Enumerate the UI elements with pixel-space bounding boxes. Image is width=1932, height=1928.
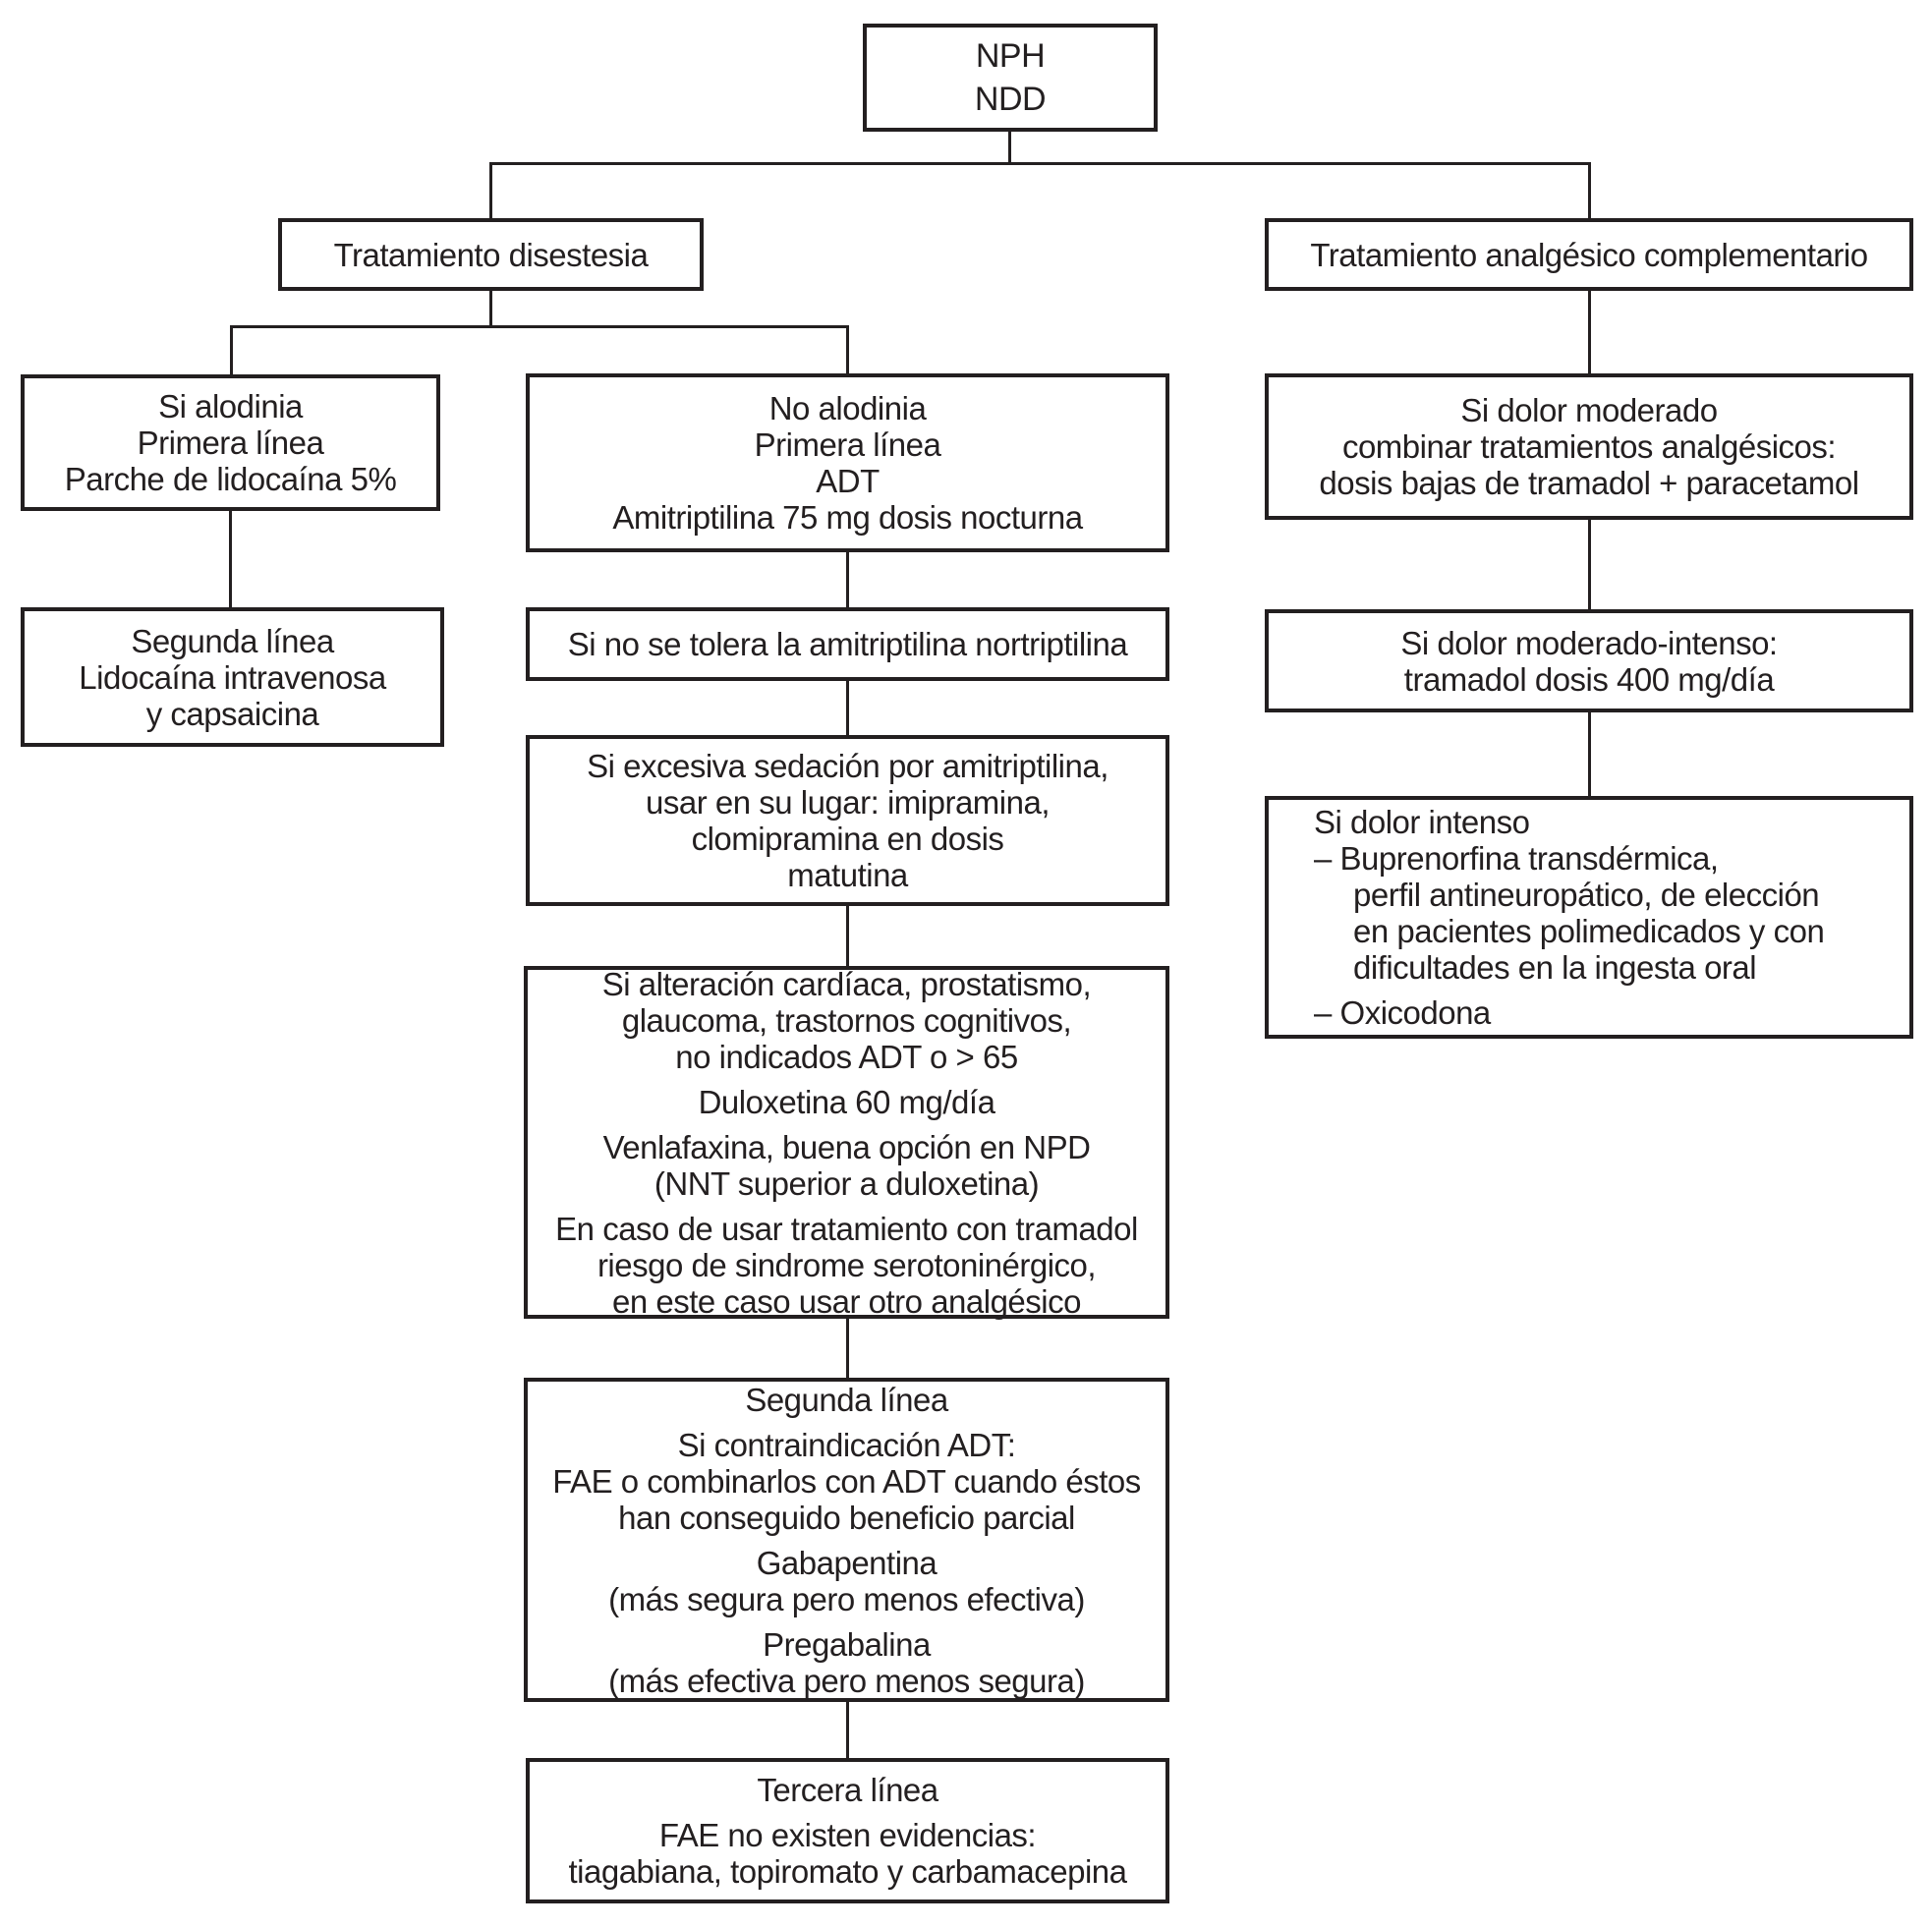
connector-root-stub: [1008, 132, 1011, 163]
node-line: (más segura pero menos efectiva): [608, 1580, 1085, 1617]
node-line: Si excesiva sedación por amitriptilina,: [587, 748, 1108, 784]
node-alteracion-cardiaca: Si alteración cardíaca, prostatismo, gla…: [524, 965, 1169, 1320]
node-line: riesgo de sindrome serotoninérgico,: [597, 1246, 1097, 1283]
connector-noalodinia-notolera: [846, 552, 849, 607]
node-dolor-moderado: Si dolor moderado combinar tratamientos …: [1265, 373, 1913, 520]
node-line: glaucoma, trastornos cognitivos,: [621, 1001, 1072, 1039]
node-line: clomipramina en dosis: [691, 821, 1004, 857]
node-line: Primera línea: [137, 425, 324, 461]
node-nph-ndd: NPH NDD: [863, 24, 1158, 132]
node-line: Venlafaxina, buena opción en NPD: [602, 1128, 1091, 1165]
node-tratamiento-disestesia: Tratamiento disestesia: [278, 218, 704, 291]
connector-complementario-moderado: [1588, 291, 1591, 373]
connector-trunk-right-drop: [1588, 162, 1591, 218]
node-line: Si dolor moderado: [1460, 392, 1718, 428]
node-line: FAE no existen evidencias:: [658, 1817, 1037, 1853]
node-no-alodinia: No alodinia Primera línea ADT Amitriptil…: [526, 373, 1169, 552]
node-segunda-linea-lidocaina: Segunda línea Lidocaína intravenosa y ca…: [21, 607, 444, 747]
node-line: Lidocaína intravenosa: [79, 658, 386, 696]
node-line: Duloxetina 60 mg/día: [698, 1083, 995, 1120]
node-line: NDD: [974, 81, 1047, 118]
connector-moderadointenso-intenso: [1588, 712, 1591, 796]
node-line: Pregabalina: [763, 1625, 931, 1663]
connector-split-left-drop: [230, 325, 233, 374]
node-line: Tratamiento disestesia: [333, 236, 649, 273]
node-line: En caso de usar tratamiento con tramadol: [555, 1210, 1138, 1247]
node-line: Amitriptilina 75 mg dosis nocturna: [612, 499, 1083, 536]
node-line: y capsaicina: [145, 695, 319, 732]
node-line: – Oxicodona: [1314, 994, 1491, 1031]
node-line: en este caso usar otro analgésico: [612, 1282, 1081, 1320]
node-line: Segunda línea: [745, 1381, 948, 1418]
connector-moderado-moderadointenso: [1588, 520, 1591, 609]
connector-split-bar: [230, 325, 849, 328]
node-tercera-linea: Tercera línea FAE no existen evidencias:…: [526, 1758, 1169, 1903]
node-line: no indicados ADT o > 65: [675, 1038, 1018, 1075]
node-line: (NNT superior a duloxetina): [653, 1164, 1040, 1202]
node-segunda-linea-fae: Segunda línea Si contraindicación ADT: F…: [524, 1378, 1169, 1702]
node-line: (más efectiva pero menos segura): [608, 1662, 1085, 1699]
node-excesiva-sedacion: Si excesiva sedación por amitriptilina, …: [526, 735, 1169, 906]
connector-alodinia-segunda: [229, 511, 232, 607]
node-line: No alodinia: [768, 390, 927, 426]
connector-alteracion-segundafae: [846, 1319, 849, 1378]
node-line: usar en su lugar: imipramina,: [645, 784, 1051, 821]
connector-split-right-drop: [846, 325, 849, 373]
node-line: combinar tratamientos analgésicos:: [1341, 428, 1837, 465]
node-line: dosis bajas de tramadol + paracetamol: [1319, 465, 1859, 501]
node-line: ADT: [816, 463, 880, 499]
connector-notolera-sedacion: [846, 681, 849, 735]
node-line: dificultades en la ingesta oral: [1353, 949, 1757, 986]
node-si-alodinia: Si alodinia Primera línea Parche de lido…: [21, 374, 440, 511]
node-line: Segunda línea: [131, 622, 334, 659]
node-line: en pacientes polimedicados y con: [1353, 913, 1825, 949]
node-line: matutina: [787, 857, 908, 893]
node-line: Gabapentina: [756, 1544, 938, 1581]
node-line: FAE o combinarlos con ADT cuando éstos: [552, 1462, 1141, 1500]
node-line: perfil antineuropático, de elección: [1353, 877, 1820, 913]
node-line: – Buprenorfina transdérmica,: [1314, 840, 1719, 877]
connector-trunk-left-drop: [489, 162, 492, 218]
node-line: Si dolor moderado-intenso:: [1400, 624, 1778, 661]
connector-trunk: [490, 162, 1591, 165]
node-dolor-moderado-intenso: Si dolor moderado-intenso: tramadol dosi…: [1265, 609, 1913, 712]
node-line: Primera línea: [754, 426, 941, 463]
node-line: tramadol dosis 400 mg/día: [1403, 660, 1775, 698]
node-line: Si alodinia: [158, 388, 303, 425]
connector-sedacion-alteracion: [846, 906, 849, 966]
node-line: Si alteración cardíaca, prostatismo,: [601, 965, 1092, 1002]
node-no-se-tolera-amitriptilina: Si no se tolera la amitriptilina nortrip…: [526, 607, 1169, 681]
node-line: Tratamiento analgésico complementario: [1310, 236, 1868, 273]
node-line: tiagabiana, topiromato y carbamacepina: [568, 1853, 1127, 1890]
node-line: Tercera línea: [757, 1772, 938, 1808]
node-line: Si no se tolera la amitriptilina nortrip…: [567, 626, 1128, 662]
node-tratamiento-analgesico-complementario: Tratamiento analgésico complementario: [1265, 218, 1913, 291]
node-line: Parche de lidocaína 5%: [64, 461, 397, 497]
node-dolor-intenso: Si dolor intenso – Buprenorfina transdér…: [1265, 796, 1913, 1039]
node-line: Si dolor intenso: [1314, 804, 1530, 840]
connector-disestesia-stub: [489, 291, 492, 327]
connector-segundafae-tercera: [846, 1702, 849, 1758]
node-line: han conseguido beneficio parcial: [618, 1499, 1075, 1536]
node-line: Si contraindicación ADT:: [677, 1426, 1016, 1463]
node-line: NPH: [975, 37, 1046, 75]
